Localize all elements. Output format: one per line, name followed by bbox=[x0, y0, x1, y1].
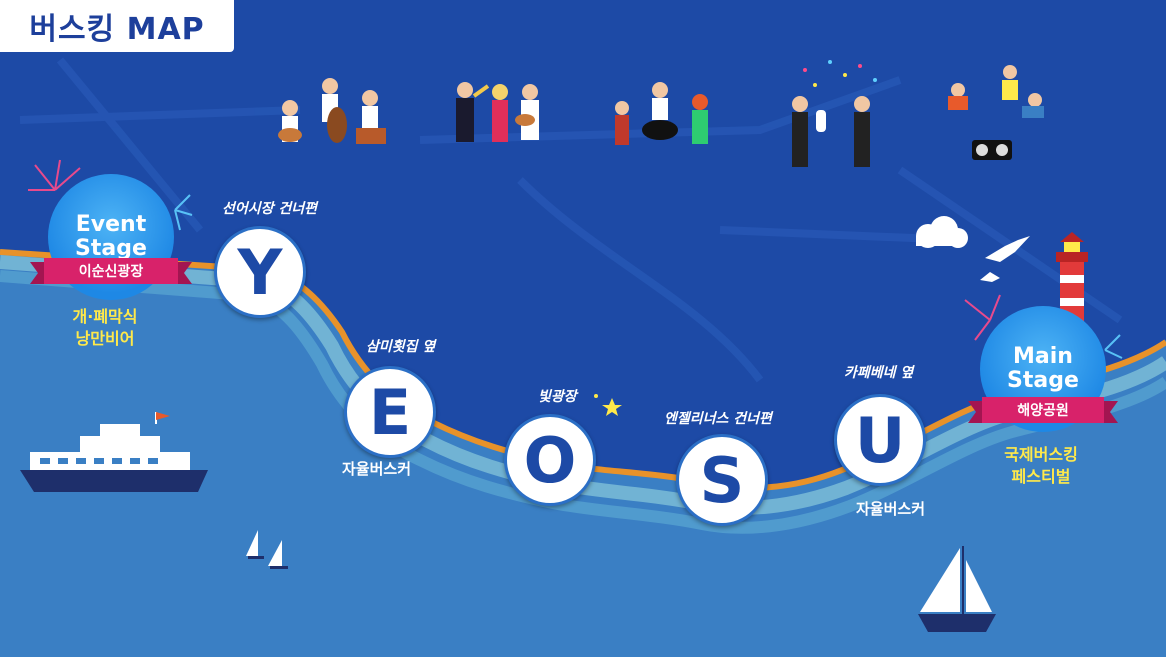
event-stage-caption: 개·폐막식 낭만비어 bbox=[50, 306, 160, 350]
main-stage-caption-line2: 페스티벌 bbox=[1011, 467, 1071, 486]
main-stage-ribbon: 해양공원 bbox=[968, 397, 1118, 423]
confetti-icon bbox=[803, 60, 877, 87]
sailboat-icon bbox=[918, 546, 996, 632]
event-stage-line1: Event bbox=[75, 212, 147, 237]
main-stage-caption: 국제버스킹 페스티벌 bbox=[986, 444, 1096, 488]
bboy-icon bbox=[948, 65, 1044, 160]
stop-s-marker[interactable]: S bbox=[676, 434, 768, 526]
magician-icon bbox=[792, 96, 870, 167]
main-stage-caption-line1: 국제버스킹 bbox=[1004, 445, 1078, 464]
map-title-box: 버스킹 MAP bbox=[0, 0, 234, 52]
stop-u-marker[interactable]: U bbox=[834, 394, 926, 486]
stop-s-label: 엔젤리너스 건너편 bbox=[664, 411, 772, 427]
event-stage-line2: Stage bbox=[75, 236, 147, 261]
seagull-icon bbox=[980, 236, 1030, 282]
stop-u-label: 카페베네 옆 bbox=[844, 365, 914, 381]
sailboat-icon bbox=[246, 530, 288, 569]
event-stage-caption-line1: 개·폐막식 bbox=[72, 307, 138, 326]
stop-e-marker[interactable]: E bbox=[344, 366, 436, 458]
event-stage-ribbon: 이순신광장 bbox=[30, 258, 192, 284]
event-stage-caption-line2: 낭만비어 bbox=[75, 329, 135, 348]
stop-y-marker[interactable]: Y bbox=[214, 226, 306, 318]
stop-e-label: 삼미횟집 옆 bbox=[366, 339, 436, 355]
star-icon bbox=[594, 394, 622, 416]
stop-e-caption: 자율버스커 bbox=[342, 460, 412, 478]
stop-y-label: 선어시장 건너편 bbox=[222, 201, 318, 217]
main-stage-line1: Main bbox=[1013, 344, 1073, 369]
stop-o-marker[interactable]: O bbox=[504, 414, 596, 506]
band-icon bbox=[278, 78, 386, 144]
map-title: 버스킹 MAP bbox=[29, 12, 205, 47]
jazz-band-icon bbox=[456, 82, 539, 142]
stop-u-caption: 자율버스커 bbox=[856, 500, 926, 518]
ship-icon bbox=[20, 412, 208, 492]
firework-icon bbox=[28, 159, 81, 191]
stop-o-label: 빛광장 bbox=[538, 389, 577, 405]
main-stage-line2: Stage bbox=[1007, 368, 1079, 393]
rock-band-icon bbox=[615, 82, 708, 145]
cloud-icon bbox=[916, 216, 968, 248]
